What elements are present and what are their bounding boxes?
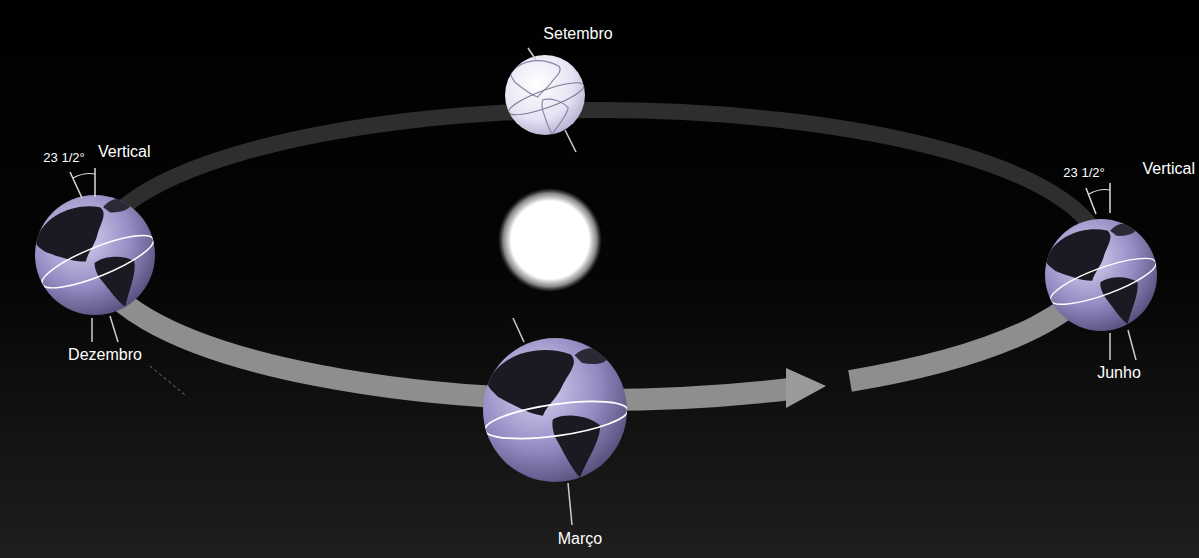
month-label: Junho (1097, 364, 1141, 382)
month-label: Março (558, 530, 602, 548)
month-label: Setembro (543, 25, 612, 43)
vertical-label: Vertical (98, 143, 150, 161)
angle-label: 23 1/2° (43, 151, 84, 165)
label-holder: 23 1/2° (43, 151, 84, 165)
label-holder: Junho (1097, 364, 1141, 382)
label-holder: 23 1/2° (1063, 166, 1104, 180)
angle-label: 23 1/2° (1063, 166, 1104, 180)
month-label: Dezembro (68, 346, 142, 364)
label-holder: Setembro (543, 25, 612, 43)
vertical-label: Vertical (1143, 160, 1195, 178)
label-holder: Vertical (98, 143, 150, 161)
label-holder: Março (558, 530, 602, 548)
label-holder: Dezembro (68, 346, 142, 364)
label-holder: Vertical (1143, 160, 1195, 178)
